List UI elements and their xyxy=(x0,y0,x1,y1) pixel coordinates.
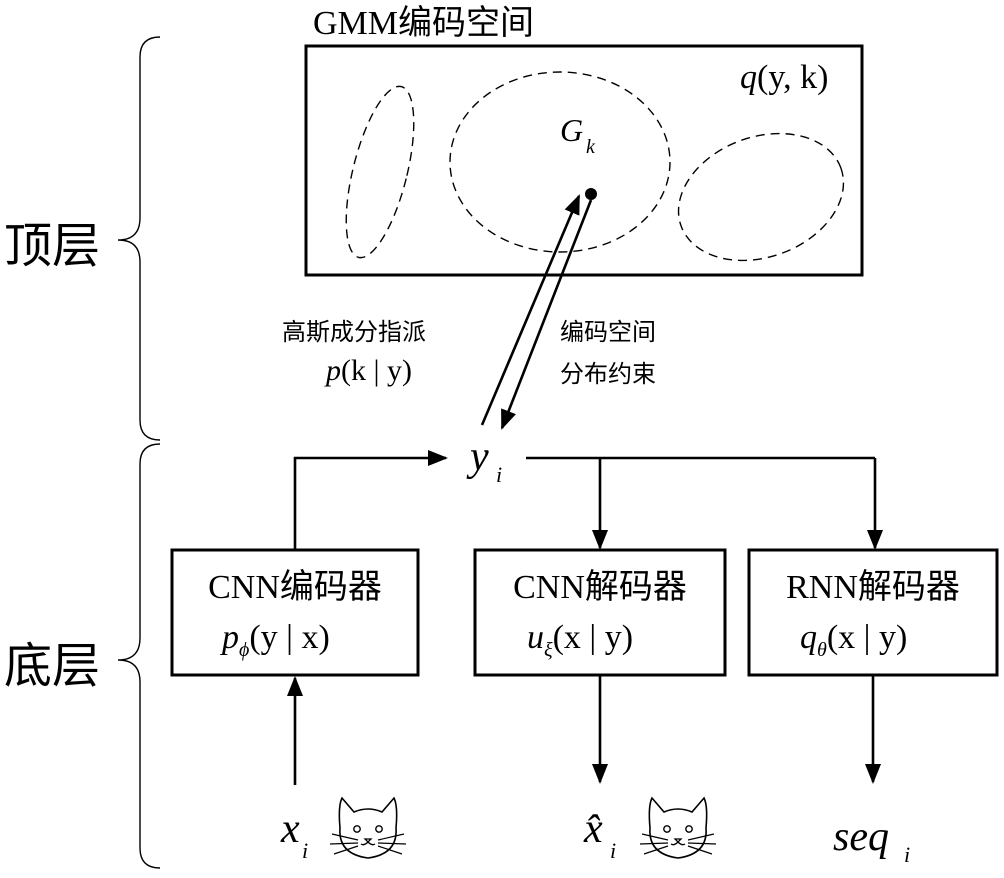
component-label: G k xyxy=(560,112,596,158)
cnn-encoder-block: CNN编码器 pϕ(y | x) xyxy=(170,548,420,677)
assign-arrow xyxy=(480,194,581,426)
bottom-layer-brace xyxy=(117,443,161,869)
component-center-dot xyxy=(585,188,597,200)
gmm-space-title: GMM编码空间 xyxy=(313,4,534,42)
svg-text:i: i xyxy=(302,838,308,863)
assign-label: 高斯成分指派 p(k | y) xyxy=(282,318,426,387)
cnn-encoder-formula: pϕ(y | x) xyxy=(220,619,330,661)
constraint-label: 编码空间 分布约束 xyxy=(560,318,656,388)
svg-text:p(k | y): p(k | y) xyxy=(324,354,412,387)
gaussian-component-left xyxy=(345,85,415,259)
top-layer-label: 顶层 xyxy=(4,218,100,274)
svg-text:i: i xyxy=(496,462,502,487)
svg-text:编码空间: 编码空间 xyxy=(560,318,656,346)
sequence-label: seq i xyxy=(833,814,910,867)
svg-text:x̂: x̂ xyxy=(583,806,603,852)
gaussian-component-right xyxy=(677,132,845,262)
svg-text:i: i xyxy=(904,842,910,867)
svg-text:y: y xyxy=(466,434,489,480)
svg-text:seq: seq xyxy=(833,814,889,860)
svg-text:高斯成分指派: 高斯成分指派 xyxy=(282,318,426,346)
reconstruction-cat-icon xyxy=(639,797,717,859)
rnn-decoder-block: RNN解码器 qθ(x | y) xyxy=(747,548,999,677)
gaussian-component-center xyxy=(449,71,671,253)
svg-text:G: G xyxy=(560,112,583,148)
joint-distribution-label: q(y, k) xyxy=(740,59,828,96)
cnn-decoder-block: CNN解码器 uξ(x | y) xyxy=(473,548,727,677)
encoder-to-latent-arrow xyxy=(293,450,448,550)
svg-text:x: x xyxy=(280,806,300,852)
svg-text:分布约束: 分布约束 xyxy=(560,360,656,388)
top-layer-brace xyxy=(117,36,161,441)
input-label: x i xyxy=(280,806,308,863)
rnn-decoder-formula: qθ(x | y) xyxy=(800,619,907,661)
gmm-space-box xyxy=(304,44,864,277)
svg-text:k: k xyxy=(586,136,596,158)
latent-code-label: y i xyxy=(466,434,502,487)
reconstruction-label: x̂ i xyxy=(583,806,616,863)
svg-text:q(y, k): q(y, k) xyxy=(740,59,828,96)
constraint-arrow xyxy=(500,199,593,430)
input-cat-icon xyxy=(329,797,407,859)
cnn-encoder-title: CNN编码器 xyxy=(208,568,382,606)
cnn-decoder-formula: uξ(x | y) xyxy=(527,619,633,661)
rnn-decoder-title: RNN解码器 xyxy=(786,568,960,606)
bottom-layer-label: 底层 xyxy=(4,638,100,694)
cnn-decoder-title: CNN解码器 xyxy=(513,568,687,606)
svg-text:i: i xyxy=(610,838,616,863)
